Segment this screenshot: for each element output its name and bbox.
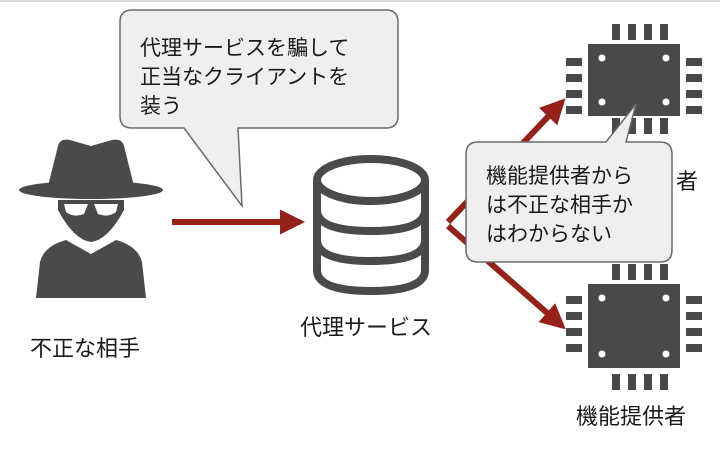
bubble-line: 代理サービスを騙して	[140, 36, 350, 60]
chip-icon	[566, 264, 702, 390]
provider-bottom-label: 機能提供者	[576, 405, 687, 430]
provider-top-label: 者	[676, 170, 699, 195]
attacker-speech-bubble	[119, 9, 399, 209]
provider-speech-bubble	[465, 103, 673, 263]
bubble-line: 正当なクライアントを	[140, 65, 350, 89]
bubble-line: はわからない	[486, 222, 612, 246]
chip-icon	[566, 24, 702, 134]
provider-bubble-text: 機能提供者から は不正な相手か はわからない	[486, 162, 633, 249]
attacker-label: 不正な相手	[30, 337, 141, 362]
service-label: 代理サービス	[300, 316, 433, 341]
top-divider	[0, 0, 720, 2]
bubble-line: 機能提供者から	[486, 164, 633, 188]
attacker-bubble-text: 代理サービスを騙して 正当なクライアントを 装う	[140, 34, 349, 121]
bubble-line: 装う	[140, 94, 182, 118]
bubble-line: は不正な相手か	[486, 193, 633, 217]
hacker-icon	[19, 139, 163, 298]
database-icon	[313, 155, 429, 296]
